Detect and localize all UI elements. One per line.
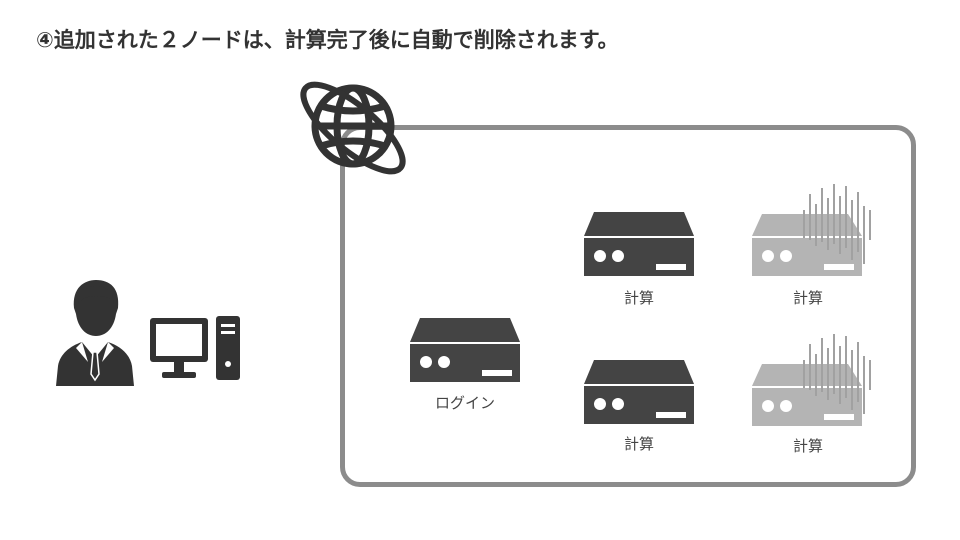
login-node-server-icon	[410, 318, 520, 382]
removed-node-bottom-server-icon	[752, 334, 871, 426]
login-node-label: ログイン	[434, 394, 495, 412]
business-user-icon	[56, 280, 134, 386]
removed-node-bottom-label: 計算	[792, 437, 823, 455]
compute-node-top-server-icon	[584, 212, 694, 276]
page-title: ④追加された２ノードは、計算完了後に自動で削除されます。	[36, 28, 619, 52]
compute-node-top-label: 計算	[623, 289, 654, 307]
removed-node-top-server-icon	[752, 184, 871, 276]
cluster-boundary	[340, 125, 916, 487]
removed-node-top-label: 計算	[792, 289, 823, 307]
desktop-computer-icon	[150, 316, 240, 380]
globe-icon	[300, 81, 406, 175]
compute-node-bottom-label: 計算	[623, 435, 654, 453]
compute-node-bottom-server-icon	[584, 360, 694, 424]
